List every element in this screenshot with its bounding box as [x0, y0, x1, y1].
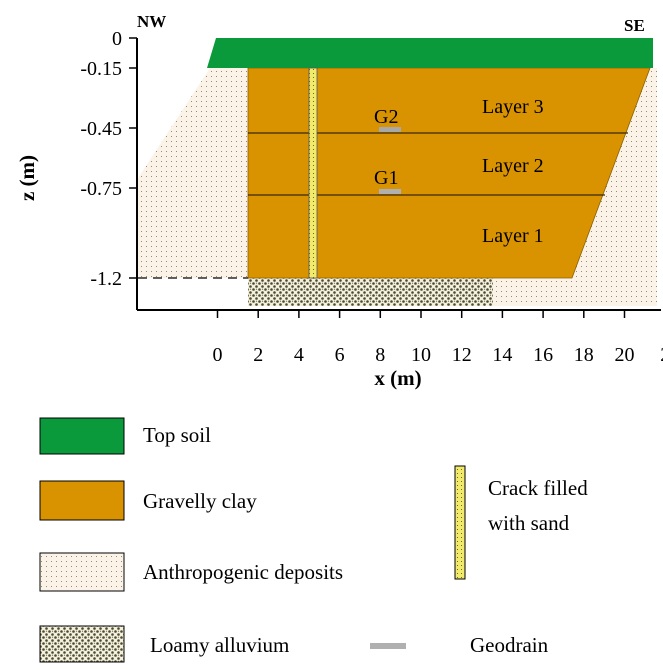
anthropogenic-deposits-bottom — [493, 278, 657, 306]
legend-label-top-soil: Top soil — [143, 423, 211, 447]
z-tick-label: -0.45 — [80, 118, 122, 140]
z-tick-label: -1.2 — [90, 268, 122, 290]
anthropogenic-deposits-right — [493, 68, 657, 306]
legend-swatch-crack — [454, 465, 466, 580]
layer-3-label: Layer 3 — [482, 96, 544, 118]
x-tick-label: 14 — [492, 344, 512, 366]
legend-swatch-geodrain — [370, 643, 406, 649]
sand-filled-crack — [308, 67, 318, 279]
x-axis-ticks: 0 2 4 6 8 10 12 14 16 18 20 2 — [213, 310, 663, 366]
legend-label-anthropogenic: Anthropogenic deposits — [143, 560, 343, 584]
top-soil-strip — [207, 38, 653, 68]
legend-label-gravelly-clay: Gravelly clay — [143, 489, 257, 513]
x-tick-label: 2 — [660, 344, 663, 366]
geodrain-g2 — [379, 127, 401, 132]
x-tick-label: 4 — [294, 344, 304, 366]
geodrain-g1 — [379, 189, 401, 194]
nw-orientation-label: NW — [137, 12, 166, 31]
x-tick-label: 18 — [574, 344, 594, 366]
layer-2-label: Layer 2 — [482, 155, 544, 177]
geodrain-g2-label: G2 — [374, 106, 398, 128]
legend-swatch-gravelly-clay — [39, 480, 125, 521]
legend-label-loamy-alluvium: Loamy alluvium — [150, 633, 289, 657]
z-tick-label: -0.75 — [80, 178, 122, 200]
legend-swatch-top-soil — [39, 417, 125, 455]
anthropogenic-deposits-left — [138, 68, 248, 278]
x-tick-label: 2 — [253, 344, 263, 366]
z-tick-label: 0 — [112, 28, 122, 50]
legend-swatch-loamy-alluvium — [39, 625, 125, 663]
x-tick-label: 0 — [213, 344, 223, 366]
legend-swatch-anthropogenic — [39, 552, 125, 592]
se-orientation-label: SE — [624, 16, 645, 35]
z-axis-ticks: 0 -0.15 -0.45 -0.75 -1.2 — [80, 28, 137, 290]
legend-label-geodrain: Geodrain — [470, 633, 549, 657]
legend-label-crack-line2: with sand — [488, 511, 570, 535]
loamy-alluvium-region — [248, 278, 493, 306]
x-tick-label: 16 — [533, 344, 553, 366]
z-axis-label: z (m) — [15, 155, 39, 201]
x-tick-label: 10 — [411, 344, 431, 366]
legend-label-crack-line1: Crack filled — [488, 476, 588, 500]
layer-1-label: Layer 1 — [482, 225, 544, 247]
x-tick-label: 20 — [615, 344, 635, 366]
x-tick-label: 8 — [375, 344, 385, 366]
x-axis-label: x (m) — [374, 366, 421, 390]
x-tick-label: 12 — [452, 344, 472, 366]
z-tick-label: -0.15 — [80, 58, 122, 80]
geodrain-g1-label: G1 — [374, 167, 398, 189]
x-tick-label: 6 — [335, 344, 345, 366]
legend: Top soil Gravelly clay Anthropogenic dep… — [39, 417, 588, 663]
